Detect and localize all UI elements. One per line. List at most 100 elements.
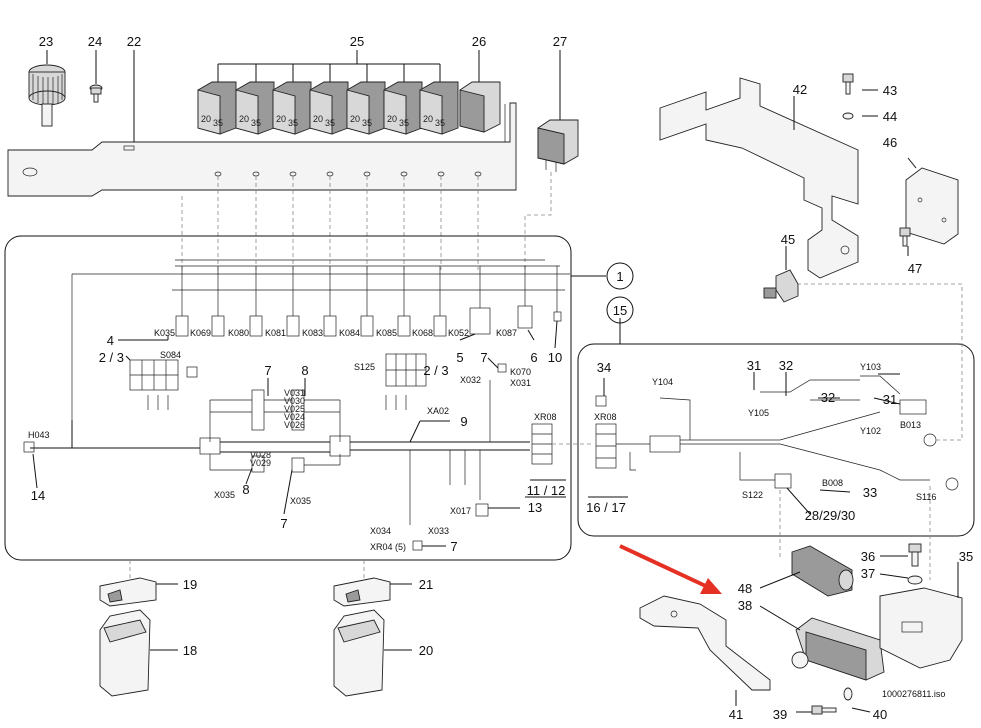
callout-28-29-30: 28/29/30: [805, 508, 856, 523]
label-y102: Y102: [860, 426, 881, 436]
callout-26: 26: [472, 34, 486, 49]
callout-24: 24: [88, 34, 102, 49]
screw-24: [89, 84, 103, 103]
connector-s084: [129, 359, 179, 391]
bracket-35: [879, 587, 963, 669]
label-s116: S116: [916, 492, 936, 502]
relay-label: K085: [376, 328, 397, 338]
callout-47: 47: [908, 261, 922, 276]
svg-text:20: 20: [313, 114, 323, 124]
callout-32: 32: [779, 358, 793, 373]
callout-15: 15: [613, 303, 627, 318]
callout-circle-15: [606, 296, 634, 324]
switch-cover-21: [333, 577, 391, 607]
rocker-switch-18: [99, 609, 151, 697]
label-y105: Y105: [748, 408, 769, 418]
relay-label: K068: [412, 328, 433, 338]
callout-45: 45: [781, 232, 795, 247]
relay-label: K081: [265, 328, 286, 338]
callout-21: 21: [419, 577, 433, 592]
relay-label: K052: [448, 328, 469, 338]
relay-26: [459, 81, 501, 133]
label-k070: K070: [510, 367, 531, 377]
callout-7: 7: [480, 350, 487, 365]
relay-label: K084: [339, 328, 360, 338]
callout-5: 5: [456, 350, 463, 365]
label-b008: B008: [822, 478, 843, 488]
label-x034: X034: [370, 526, 391, 536]
callout-6: 6: [530, 350, 537, 365]
sensor-45: [763, 269, 799, 303]
label-x017: X017: [450, 506, 471, 516]
bolt-39: [811, 705, 837, 715]
washer-44: [842, 112, 854, 120]
wire-label: V028: [250, 450, 271, 460]
bolt-43: [842, 73, 854, 95]
callout-31: 31: [747, 358, 761, 373]
label-xr08: XR08: [594, 412, 617, 422]
relay-label: K069: [190, 328, 211, 338]
label-s122: S122: [742, 490, 763, 500]
callout-44: 44: [883, 109, 897, 124]
callout-33: 33: [863, 485, 877, 500]
wire-label: V024: [284, 412, 305, 422]
mounting-bracket: [7, 102, 517, 197]
label-xr08: XR08: [534, 412, 557, 422]
switch-cover-19: [99, 577, 157, 607]
callout-7: 7: [450, 539, 457, 554]
callout-27: 27: [553, 34, 567, 49]
wire-label: V031: [284, 388, 305, 398]
screw-47: [899, 227, 911, 247]
callout-31: 31: [883, 392, 897, 407]
label-s125: S125: [354, 362, 375, 372]
wire-bundle: [147, 380, 491, 525]
relay-socket-row: [172, 266, 565, 337]
main-harness-panel: K035 K069 K080 K081 K083 K084 K085 K068 …: [4, 235, 606, 561]
callout-19: 19: [183, 577, 197, 592]
bolt-36: [908, 543, 922, 567]
callout-38: 38: [738, 598, 752, 613]
plate-41: [639, 595, 771, 691]
callout-35: 35: [959, 549, 973, 564]
wire-label: V029: [250, 458, 271, 468]
callout-22: 22: [127, 34, 141, 49]
svg-text:35: 35: [325, 118, 335, 128]
label-xa02: XA02: [427, 406, 449, 416]
wire-label: V025: [284, 404, 305, 414]
wire-label: V026: [284, 420, 305, 430]
label-x031: X031: [510, 378, 531, 388]
svg-text:20: 20: [239, 114, 249, 124]
callout-37: 37: [861, 566, 875, 581]
callout-34: 34: [597, 360, 611, 375]
callout-13: 13: [528, 500, 542, 515]
relay-label: K083: [302, 328, 323, 338]
highlight-arrow: [619, 544, 722, 594]
callout-circle-1: [606, 262, 634, 290]
sub-harness-panel: [577, 283, 975, 580]
label-y103: Y103: [860, 362, 881, 372]
relay-27: [537, 119, 579, 172]
rocker-switch-20: [333, 609, 385, 697]
callout-8: 8: [242, 482, 249, 497]
callout-16-17: 16 / 17: [586, 500, 626, 515]
limit-switch-48: [791, 545, 854, 597]
label-x032: X032: [460, 375, 481, 385]
svg-text:20: 20: [201, 114, 211, 124]
svg-text:20: 20: [276, 114, 286, 124]
label-xr04: XR04 (5): [370, 542, 406, 552]
callout-2-3: 2 / 3: [99, 350, 124, 365]
callout-8: 8: [301, 363, 308, 378]
plate-46: [905, 167, 959, 245]
callout-25: 25: [350, 34, 364, 49]
callout-32: 32: [821, 390, 835, 405]
callout-46: 46: [883, 135, 897, 150]
label-x033: X033: [428, 526, 449, 536]
knob-23: [28, 64, 66, 127]
label-b013: B013: [900, 420, 921, 430]
svg-text:35: 35: [362, 118, 372, 128]
relay-label: K080: [228, 328, 249, 338]
relay-label: K087: [496, 328, 517, 338]
